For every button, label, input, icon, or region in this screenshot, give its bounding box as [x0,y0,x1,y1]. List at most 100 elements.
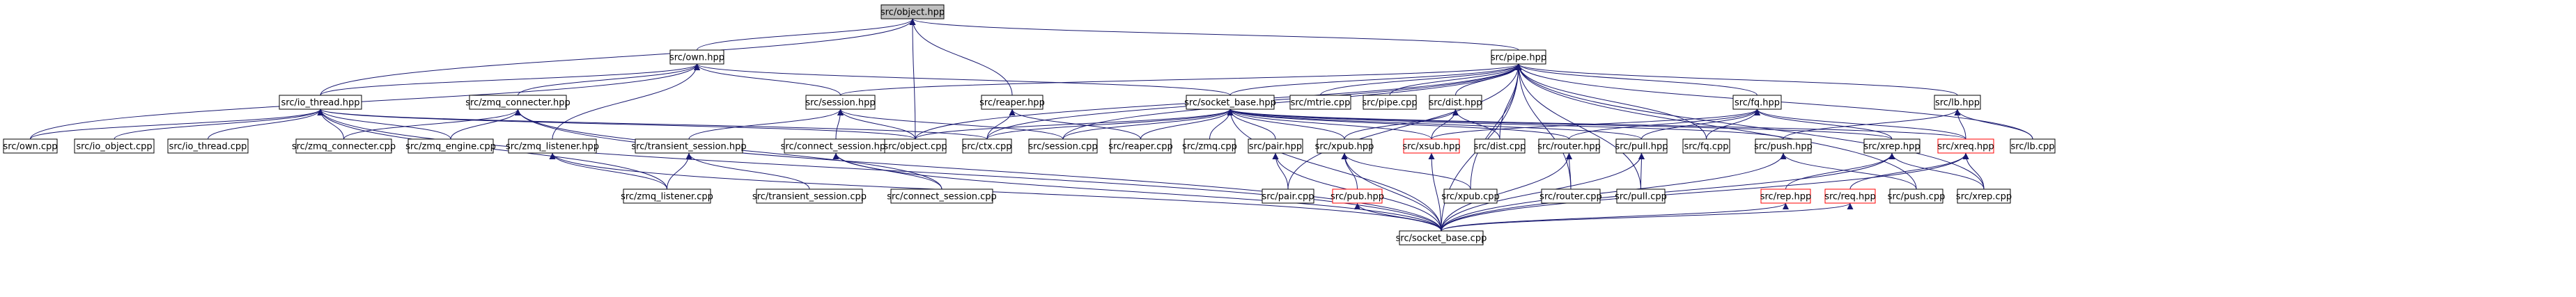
node-box [1732,95,1782,110]
node-zmq-listener-cpp[interactable]: src/zmq_listener.cpp [621,188,713,204]
node-box [279,95,362,110]
node-box [1262,188,1314,204]
node-push-cpp[interactable]: src/push.cpp [1888,188,1946,204]
node-xrep-cpp[interactable]: src/xrep.cpp [1956,188,2012,204]
node-box [623,188,711,204]
edge-object_hpp-to-reaper_hpp [909,18,1013,96]
node-pub-hpp[interactable]: src/pub.hpp [1330,188,1384,204]
edge-xpub_hpp-to-xpub_cpp [1341,152,1471,190]
node-box [1028,138,1098,154]
node-router-hpp[interactable]: src/router.hpp [1537,138,1601,154]
node-label: src/socket_base.hpp [1184,98,1276,109]
node-pull-hpp[interactable]: src/pull.hpp [1615,138,1668,154]
node-label: src/xsub.hpp [1402,142,1460,152]
node-box [1184,138,1236,154]
node-socket-base-cpp[interactable]: src/socket_base.cpp [1396,230,1487,246]
node-xpub-cpp[interactable]: src/xpub.cpp [1441,188,1500,204]
node-dist-hpp[interactable]: src/dist.hpp [1429,95,1482,110]
node-zmq-engine-cpp[interactable]: src/zmq_engine.cpp [405,138,496,154]
node-req-hpp[interactable]: src/req.hpp [1824,188,1876,204]
edge-own_hpp-to-socket_base_hpp [694,63,1231,96]
node-lb-hpp[interactable]: src/lb.hpp [1934,95,1981,110]
node-own-hpp[interactable]: src/own.hpp [669,49,724,65]
edge-pipe_hpp-to-socket_base_hpp [1229,63,1522,96]
edge-pull_hpp-to-pull_cpp [1638,152,1645,190]
node-label: src/zmq_connecter.cpp [292,142,396,152]
node-box [1186,95,1275,110]
node-box [1491,49,1546,65]
node-box [1289,95,1351,110]
node-connect-session-cpp[interactable]: src/connect_session.cpp [887,188,997,204]
node-reaper-hpp[interactable]: src/reaper.hpp [979,95,1045,110]
node-zmq-listener-hpp[interactable]: src/zmq_listener.hpp [506,138,599,154]
edge-socket_base_hpp-to-object_cpp [915,109,1234,140]
edge-zmq_connecter_hpp-to-zmq_connecter_cpp [343,109,521,140]
node-box [1541,188,1601,204]
node-label: src/zmq_connecter.hpp [465,98,570,109]
node-session-hpp[interactable]: src/session.hpp [805,95,876,110]
node-xreq-hpp[interactable]: src/xreq.hpp [1937,138,1994,154]
edge-socket_base_hpp-to-xpub_hpp [1227,109,1345,140]
node-box [1474,138,1526,154]
node-zmq-connecter-hpp[interactable]: src/zmq_connecter.hpp [465,95,571,110]
node-zmq-cpp[interactable]: src/zmq.cpp [1182,138,1237,154]
edge-connect_session_hpp-to-socket_base_cpp [832,152,1442,232]
node-rep-hpp[interactable]: src/rep.hpp [1760,188,1812,204]
node-pipe-hpp[interactable]: src/pipe.hpp [1491,49,1546,65]
node-label: src/fq.hpp [1735,98,1780,109]
node-label: src/connect_session.hpp [781,142,892,152]
node-xsub-hpp[interactable]: src/xsub.hpp [1402,138,1461,154]
node-push-hpp[interactable]: src/push.hpp [1754,138,1813,154]
node-box [508,138,597,154]
edge-object_hpp-to-object_cpp [909,18,916,140]
node-io-thread-cpp[interactable]: src/io_thread.cpp [167,138,249,154]
node-object-cpp[interactable]: src/object.cpp [883,138,947,154]
node-socket-base-hpp[interactable]: src/socket_base.hpp [1184,95,1276,110]
edge-io_thread_hpp-to-object_cpp [317,109,916,140]
node-session-cpp[interactable]: src/session.cpp [1028,138,1098,154]
node-dist-cpp[interactable]: src/dist.cpp [1474,138,1526,154]
node-box [756,188,863,204]
node-label: src/ctx.cpp [962,142,1011,152]
edge-own_hpp-to-io_thread_hpp [320,63,700,96]
node-ctx-cpp[interactable]: src/ctx.cpp [962,138,1012,154]
node-label: src/pipe.cpp [1362,98,1417,109]
node-xrep-hpp[interactable]: src/xrep.hpp [1863,138,1921,154]
node-pull-cpp[interactable]: src/pull.cpp [1615,188,1667,204]
node-connect-session-hpp[interactable]: src/connect_session.hpp [781,138,892,154]
edge-xrep_hpp-to-xrep_cpp [1888,152,1985,190]
node-object-hpp[interactable]: src/object.hpp [880,4,945,19]
edge-socket_base_hpp-to-xsub_hpp [1227,109,1432,140]
edge-pair_hpp-to-pair_cpp [1272,152,1289,190]
node-fq-cpp[interactable]: src/fq.cpp [1682,138,1730,154]
node-label: src/socket_base.cpp [1396,234,1487,244]
edge-io_thread_hpp-to-zmq_engine_cpp [317,109,451,140]
node-io-object-cpp[interactable]: src/io_object.cpp [74,138,155,154]
node-reaper-cpp[interactable]: src/reaper.cpp [1108,138,1173,154]
node-xpub-hpp[interactable]: src/xpub.hpp [1315,138,1374,154]
node-router-cpp[interactable]: src/router.cpp [1539,188,1602,204]
node-pair-hpp[interactable]: src/pair.hpp [1248,138,1303,154]
node-fq-hpp[interactable]: src/fq.hpp [1732,95,1782,110]
node-io-thread-hpp[interactable]: src/io_thread.hpp [279,95,362,110]
node-pair-cpp[interactable]: src/pair.cpp [1262,188,1314,204]
edge-xreq_hpp-to-socket_base_cpp [1441,152,1969,232]
node-box [1317,138,1372,154]
edge-pipe_hpp-to-lb_hpp [1515,63,1958,96]
edge-object_hpp-to-own_hpp [697,18,916,51]
node-transient-session-cpp[interactable]: src/transient_session.cpp [752,188,867,204]
node-lb-cpp[interactable]: src/lb.cpp [2010,138,2056,154]
node-pipe-cpp[interactable]: src/pipe.cpp [1362,95,1418,110]
node-own-cpp[interactable]: src/own.cpp [3,138,58,154]
edge-xrep_hpp-to-rep_hpp [1785,152,1895,190]
edge-own_hpp-to-own_cpp [30,63,700,140]
node-label: src/lb.hpp [1935,98,1980,109]
node-zmq-connecter-cpp[interactable]: src/zmq_connecter.cpp [292,138,396,154]
node-mtrie-cpp[interactable]: src/mtrie.cpp [1289,95,1351,110]
edge-zmq_listener_hpp-to-socket_base_cpp [549,152,1442,232]
node-box [962,138,1012,154]
node-box [1863,138,1921,154]
node-transient-session-hpp[interactable]: src/transient_session.hpp [631,138,747,154]
node-label: src/io_thread.cpp [169,142,247,152]
node-label: src/req.hpp [1824,192,1876,202]
